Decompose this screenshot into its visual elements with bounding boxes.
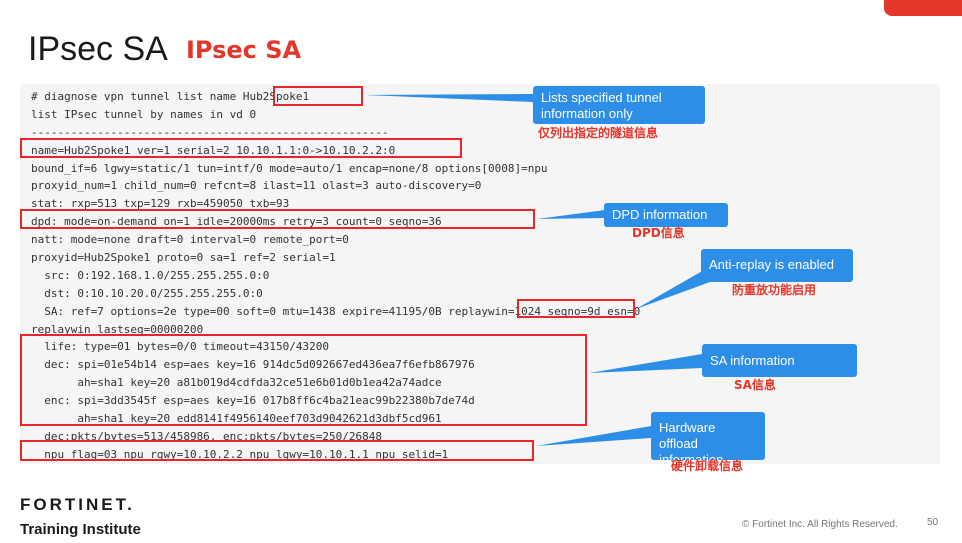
callout-tunnel: Lists specified tunnel information only	[533, 86, 705, 124]
pointer-replay	[636, 270, 710, 309]
highlight-name-line	[20, 138, 462, 158]
training-institute-label: Training Institute	[20, 521, 141, 538]
code-line: life: type=01 bytes=0/0 timeout=43150/43…	[31, 340, 330, 354]
code-line: dec: spi=01e54b14 esp=aes key=16 914dc5d…	[31, 358, 475, 372]
code-line: src: 0:192.168.1.0/255.255.255.0:0	[31, 268, 270, 282]
callout-dpd-cn: DPD信息	[632, 226, 685, 240]
highlight-replaywin	[517, 299, 635, 318]
pointer-dpd	[537, 210, 605, 219]
pointer-tunnel	[365, 94, 533, 102]
code-line: ah=sha1 key=20 a81b019d4cdfda32ce51e6b01…	[31, 376, 442, 390]
callout-sa: SA information	[702, 344, 857, 377]
callout-tunnel-cn: 仅列出指定的隧道信息	[538, 126, 659, 140]
highlight-npu-line	[20, 440, 534, 461]
code-line: proxyid=Hub2Spoke1 proto=0 sa=1 ref=2 se…	[31, 251, 336, 265]
pointer-sa	[589, 354, 702, 373]
code-line: dec:pkts/bytes=513/458986, enc:pkts/byte…	[31, 429, 382, 443]
code-line: enc: spi=3dd3545f esp=aes key=16 017b8ff…	[31, 394, 475, 408]
code-line: stat: rxp=513 txp=129 rxb=459050 txb=93	[31, 197, 290, 211]
cli-output: # diagnose vpn tunnel list name Hub2Spok…	[31, 88, 640, 464]
callout-replay: Anti-replay is enabled	[701, 249, 853, 282]
callout-sa-cn: SA信息	[734, 378, 776, 392]
callout-npu-cn: 硬件卸载信息	[671, 459, 744, 473]
code-line: proxyid_num=1 child_num=0 refcnt=8 ilast…	[31, 179, 482, 193]
highlight-tunnel-name	[273, 86, 363, 106]
copyright-notice: © Fortinet Inc. All Rights Reserved.	[742, 519, 898, 530]
code-line: ah=sha1 key=20 edd8141f4956140eef703d904…	[31, 412, 442, 426]
code-line: dpd: mode=on-demand on=1 idle=20000ms re…	[31, 215, 442, 229]
slide-title-cn: IPsec SA	[186, 36, 302, 64]
page-number: 50	[927, 517, 939, 528]
code-line: natt: mode=none draft=0 interval=0 remot…	[31, 233, 349, 247]
callout-npu: Hardware offload information	[651, 412, 765, 467]
code-line: name=Hub2Spoke1 ver=1 serial=2 10.10.1.1…	[31, 143, 396, 157]
code-line: list IPsec tunnel by names in vd 0	[31, 107, 257, 121]
code-line: ----------------------------------------…	[31, 125, 389, 139]
code-line: # diagnose vpn tunnel list name Hub2Spok…	[31, 90, 310, 103]
code-line: dst: 0:10.10.20.0/255.255.255.0:0	[31, 286, 263, 300]
code-line: replaywin_lastseq=00000200	[31, 322, 204, 336]
callout-dpd: DPD information	[604, 203, 728, 227]
slide-title: IPsec SA	[28, 30, 168, 68]
pointer-npu	[536, 426, 651, 446]
corner-accent-tab	[884, 0, 962, 16]
callout-replay-cn: 防重放功能启用	[732, 283, 817, 297]
code-line: bound_if=6 lgwy=static/1 tun=intf/0 mode…	[31, 161, 548, 175]
code-line: npu_flag=03 npu_rgwy=10.10.2.2 npu_lgwy=…	[31, 447, 449, 461]
highlight-sa-block	[20, 334, 587, 426]
fortinet-logo: FORTINET.	[20, 495, 135, 514]
highlight-dpd-line	[20, 209, 535, 229]
